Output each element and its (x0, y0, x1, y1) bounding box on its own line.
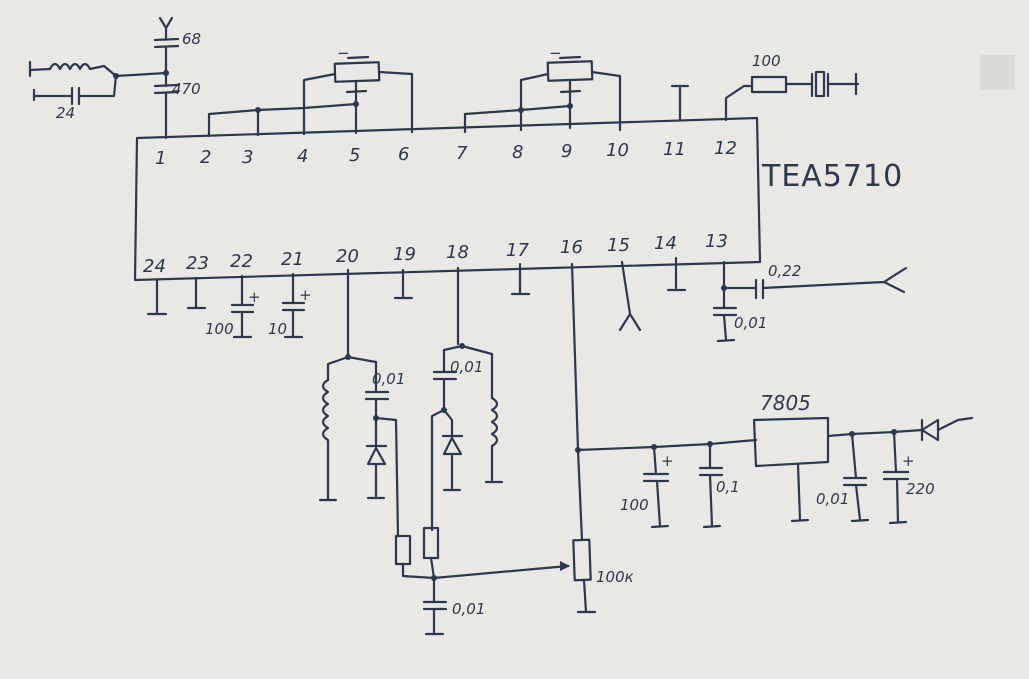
c001-tank18-label: 0,01 (450, 358, 483, 376)
pin-label-18: 18 (446, 242, 469, 263)
c001-tank20-label: 0,01 (372, 370, 405, 388)
pin-label-7: 7 (456, 143, 468, 164)
paper-mark (980, 55, 1015, 90)
pin-label-5: 5 (349, 145, 360, 166)
top-pin-labels: 1 2 3 4 5 6 7 8 9 10 11 12 (155, 138, 737, 169)
pin-label-14: 14 (654, 233, 677, 254)
c01-supply-label: 0,1 (716, 478, 740, 496)
pin-label-13: 13 (705, 231, 728, 252)
pin13-output (712, 260, 908, 343)
pin-label-6: 6 (398, 144, 409, 165)
pin-label-9: 9 (561, 141, 572, 162)
pin-label-15: 15 (607, 235, 630, 256)
c022-label: 0,22 (768, 262, 801, 280)
c220-supply-plus: + (902, 452, 915, 470)
bottom-left-pins (146, 272, 306, 339)
c001-pin13-label: 0,01 (734, 314, 767, 332)
c100-pin22-plus: + (248, 288, 261, 306)
c100-supply-plus: + (661, 452, 674, 470)
input-network (28, 16, 180, 140)
c470-label: 470 (172, 80, 201, 98)
pin-label-17: 17 (506, 240, 529, 261)
r100-label: 100 (752, 52, 781, 70)
chip-body (133, 116, 762, 282)
pin-label-1: 1 (155, 148, 166, 169)
tank-pin20 (318, 268, 400, 538)
misc-bottom-pins (393, 256, 687, 332)
pin-label-21: 21 (281, 249, 304, 270)
c68-label: 68 (182, 30, 201, 48)
c100-supply-label: 100 (620, 496, 649, 514)
pin-label-20: 20 (336, 246, 359, 267)
pin-label-2: 2 (200, 147, 211, 168)
bottom-pin-labels: 24 23 22 21 20 19 18 17 16 15 14 13 (143, 231, 728, 277)
pin-label-19: 19 (393, 244, 416, 265)
top-pin-wiring (207, 55, 860, 138)
c24-label: 24 (56, 104, 75, 122)
pin-label-8: 8 (512, 142, 523, 163)
regulator-label: 7805 (760, 391, 811, 415)
c10-pin21-label: 10 (268, 320, 287, 338)
c10-pin21-plus: + (299, 286, 312, 304)
bias-network (394, 526, 570, 636)
pot-100k-label: 100к (596, 568, 634, 586)
pin-label-16: 16 (560, 237, 583, 258)
pin-label-22: 22 (230, 251, 253, 272)
pin-label-23: 23 (186, 253, 209, 274)
c100-pin22-label: 100 (205, 320, 234, 338)
pin-label-3: 3 (242, 147, 253, 168)
c220-supply-label: 220 (906, 480, 935, 498)
pot1-minus: − (337, 44, 350, 62)
pin-label-4: 4 (297, 146, 308, 167)
tank-pin18 (430, 266, 504, 532)
c001-supply-label: 0,01 (816, 490, 849, 508)
pin-label-24: 24 (143, 256, 166, 277)
pin-label-12: 12 (714, 138, 737, 159)
pin-label-11: 11 (663, 139, 686, 160)
pin-label-10: 10 (606, 140, 629, 161)
supply-line (570, 262, 974, 614)
chip-name: TEA5710 (761, 159, 903, 194)
c001-bottom-label: 0,01 (452, 600, 485, 618)
pot2-minus: − (549, 44, 562, 62)
